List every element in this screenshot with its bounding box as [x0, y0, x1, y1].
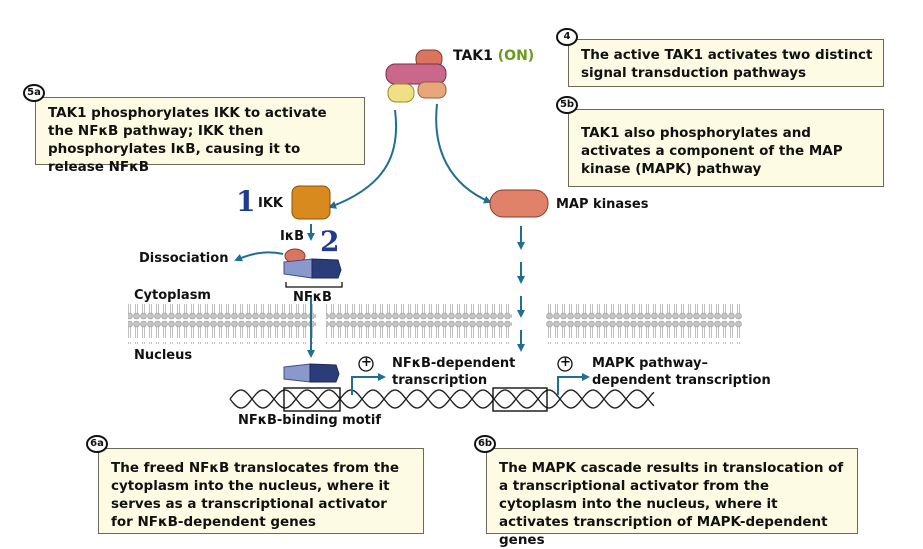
nfkb-binding-motif-label: NFκB-binding motif: [238, 413, 381, 428]
mapk-plus-sign: +: [560, 355, 571, 370]
mapk-transcription-line-1: MAPK pathway–: [592, 356, 709, 371]
nfkb-plus-sign: +: [361, 355, 372, 370]
dna-helix: [229, 389, 655, 409]
nfkb-transcription-arrow: [351, 373, 386, 395]
nuclear-membrane: [128, 304, 742, 344]
arrow-dissociation: [234, 251, 284, 262]
tak1-state: (ON): [497, 48, 535, 64]
step-5a-box: TAK1 phosphorylates IKK to activate the …: [35, 97, 365, 175]
mapk-dependent-transcription-label: MAPK pathway– dependent transcription: [592, 355, 771, 389]
step-6b-text: The MAPK cascade results in translocatio…: [499, 460, 844, 548]
nfkb-complex: [283, 258, 342, 279]
mapk-plus-circle: [557, 356, 573, 372]
map-kinase-shape: [489, 189, 549, 218]
tak1-complex: [385, 49, 447, 103]
step-5a-badge: 5a: [23, 84, 45, 102]
nfkb-label: NFκB: [293, 290, 332, 305]
nfkb-dependent-transcription-label: NFκB-dependent transcription: [392, 355, 515, 389]
dissociation-label: Dissociation: [139, 251, 229, 266]
nfkb-transcription-line-2: transcription: [392, 373, 488, 388]
mapk-transcription-arrow: [557, 373, 590, 395]
ikb-label: IκB: [280, 229, 304, 244]
arrow-tak1-to-ikk: [328, 109, 398, 209]
step-6a-text: The freed NFκB translocates from the cyt…: [111, 460, 400, 530]
step-6a-badge: 6a: [86, 435, 108, 453]
step-6b-badge: 6b: [474, 435, 496, 453]
nucleus-label: Nucleus: [134, 348, 193, 363]
step-5b-badge: 5b: [556, 96, 578, 114]
nfkb-plus-circle: [358, 356, 374, 372]
step-6b-box: The MAPK cascade results in translocatio…: [486, 448, 858, 548]
step-6a-box: The freed NFκB translocates from the cyt…: [98, 448, 424, 534]
step-5b-box: TAK1 also phosphorylates and activates a…: [568, 109, 884, 187]
arrow-tak1-to-map-kinases: [435, 103, 492, 204]
nfkb-bracket: [285, 282, 343, 288]
mapk-transcription-line-2: dependent transcription: [592, 373, 771, 388]
nfkb-binding-motif-box: [283, 387, 341, 412]
tak1-label: TAK1 (ON): [453, 48, 534, 64]
step-5a-text: TAK1 phosphorylates IKK to activate the …: [48, 105, 327, 175]
ikk-shape: [291, 185, 331, 220]
step-number-2: 2: [320, 225, 340, 258]
nfkb-transcription-line-1: NFκB-dependent: [392, 356, 516, 371]
step-5b-text: TAK1 also phosphorylates and activates a…: [581, 125, 843, 177]
mapk-binding-motif-box: [492, 387, 548, 412]
ikk-label: IKK: [258, 196, 283, 211]
nfkb-nuclear: [283, 363, 340, 383]
step-4-text: The active TAK1 activates two distinct s…: [581, 47, 873, 81]
map-kinases-label: MAP kinases: [556, 197, 649, 212]
step-4-badge: 4: [556, 28, 578, 46]
step-4-box: The active TAK1 activates two distinct s…: [568, 39, 884, 87]
step-number-1: 1: [236, 185, 256, 218]
cytoplasm-label: Cytoplasm: [134, 288, 211, 303]
tak1-name: TAK1: [453, 48, 493, 64]
